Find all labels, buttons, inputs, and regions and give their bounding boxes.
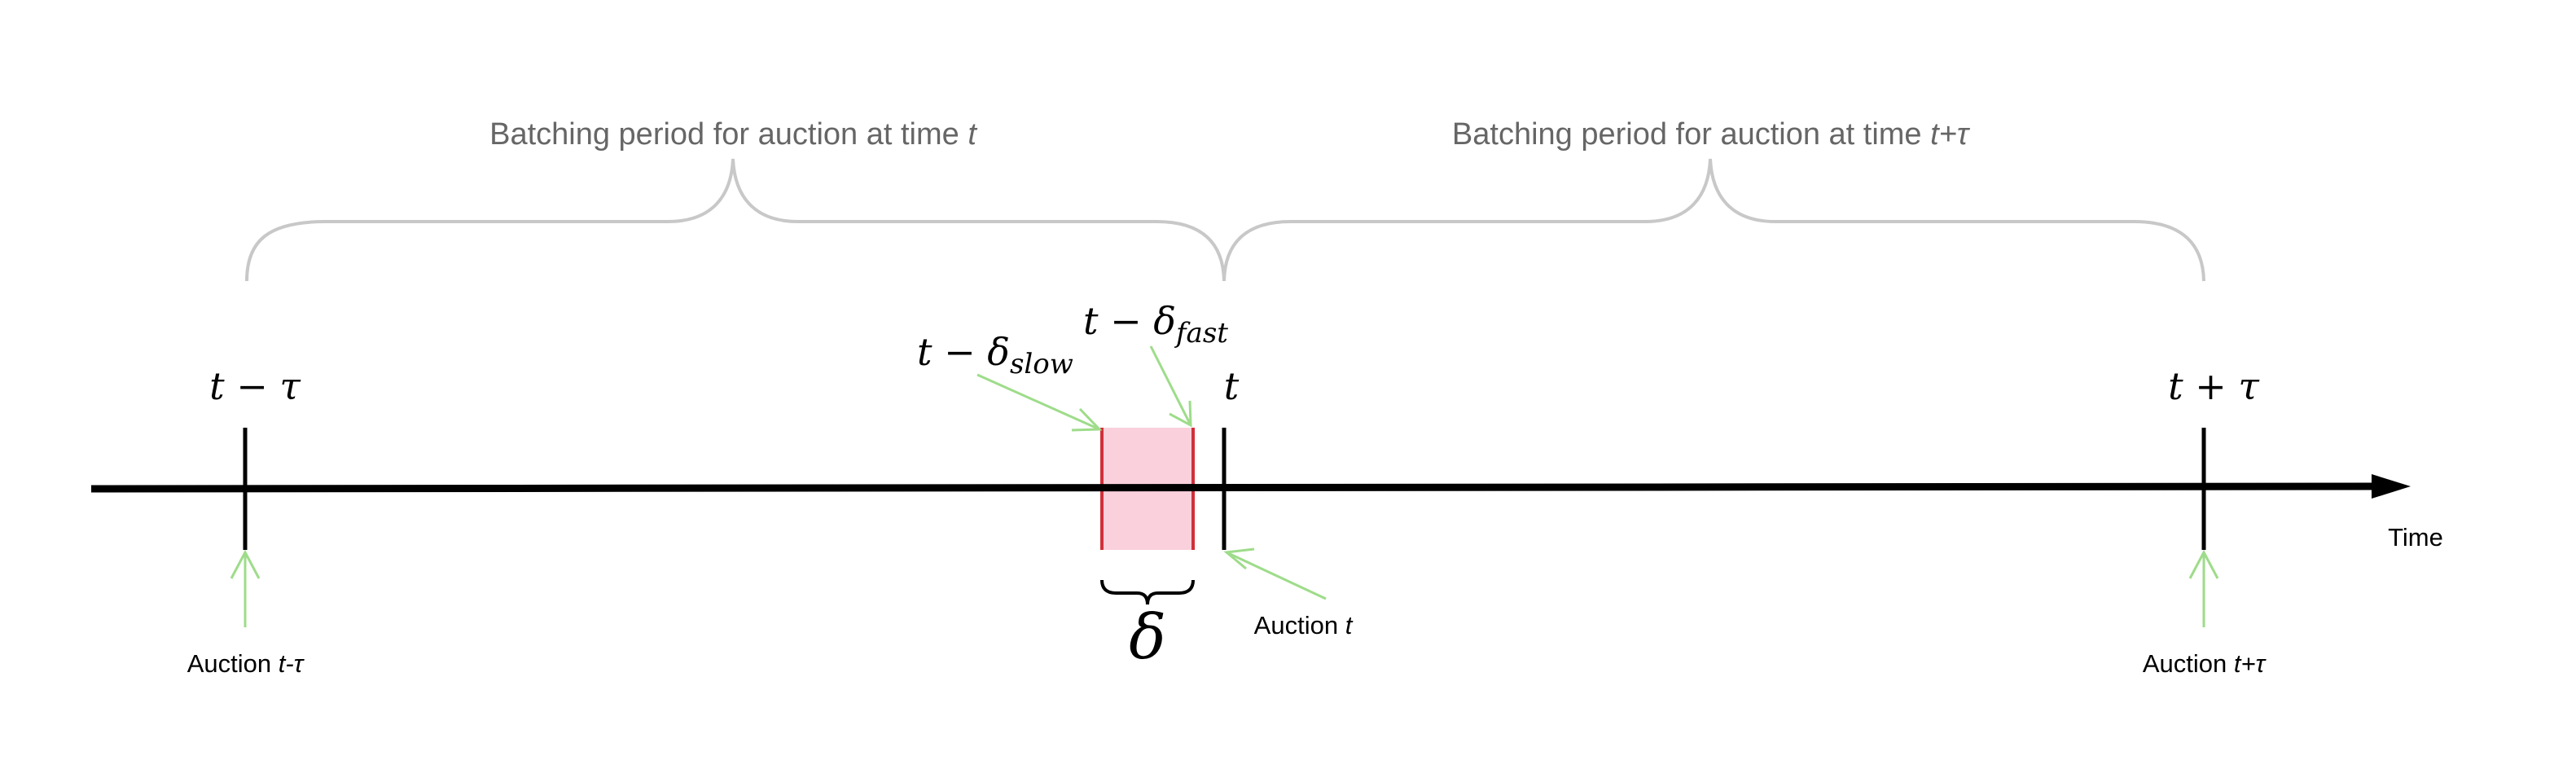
period-label-t-var: t	[968, 117, 977, 152]
brace-period-t	[245, 158, 1226, 282]
auction-t-plus-tau-var: t+τ	[2234, 649, 2267, 678]
period-label-t-plus-tau-prefix: Batching period for auction at time	[1452, 117, 1930, 152]
delta-width-label: δ	[1129, 600, 1166, 673]
auction-label-t-plus-tau: Auction t+τ	[2143, 649, 2267, 678]
arrow-to-slow-edge	[976, 373, 1103, 432]
label-t-minus-delta-fast: t − δfast	[1083, 299, 1228, 349]
arrow-to-auction-t	[1223, 547, 1327, 600]
tick-label-t-minus-tau: t − τ	[209, 364, 301, 408]
auction-label-t-minus-tau: Auction t-τ	[187, 649, 305, 678]
label-t-minus-delta-slow: t − δslow	[917, 330, 1073, 380]
tick-label-t-plus-tau: t + τ	[2168, 364, 2260, 408]
label-slow-base: t − δ	[917, 330, 1010, 374]
auction-t-var: t	[1345, 611, 1354, 640]
period-label-t: Batching period for auction at time t	[489, 117, 977, 152]
arrow-to-fast-edge	[1149, 345, 1192, 428]
auction-t-minus-tau-var: t-τ	[279, 649, 305, 678]
time-axis-arrowhead	[2372, 474, 2411, 499]
auction-t-plus-tau-prefix: Auction	[2143, 649, 2234, 678]
arrow-to-auction-t-minus-tau	[230, 549, 261, 627]
period-label-t-plus-tau-var: t+τ	[1930, 117, 1971, 152]
brace-period-t-plus-tau	[1222, 158, 2205, 282]
time-axis	[90, 482, 2375, 493]
label-fast-base: t − δ	[1083, 299, 1176, 343]
auction-t-minus-tau-prefix: Auction	[187, 649, 279, 678]
delta-underbrace	[1100, 579, 1195, 605]
label-fast-sub: fast	[1174, 317, 1228, 349]
tick-label-t: t	[1224, 364, 1240, 408]
period-label-t-plus-tau: Batching period for auction at time t+τ	[1452, 117, 1971, 152]
period-label-t-prefix: Batching period for auction at time	[489, 117, 968, 152]
label-slow-sub: slow	[1010, 348, 1073, 380]
auction-t-prefix: Auction	[1254, 611, 1345, 640]
arrow-to-auction-t-plus-tau	[2188, 549, 2219, 627]
auction-label-t: Auction t	[1254, 611, 1354, 640]
axis-label-time: Time	[2388, 523, 2443, 552]
